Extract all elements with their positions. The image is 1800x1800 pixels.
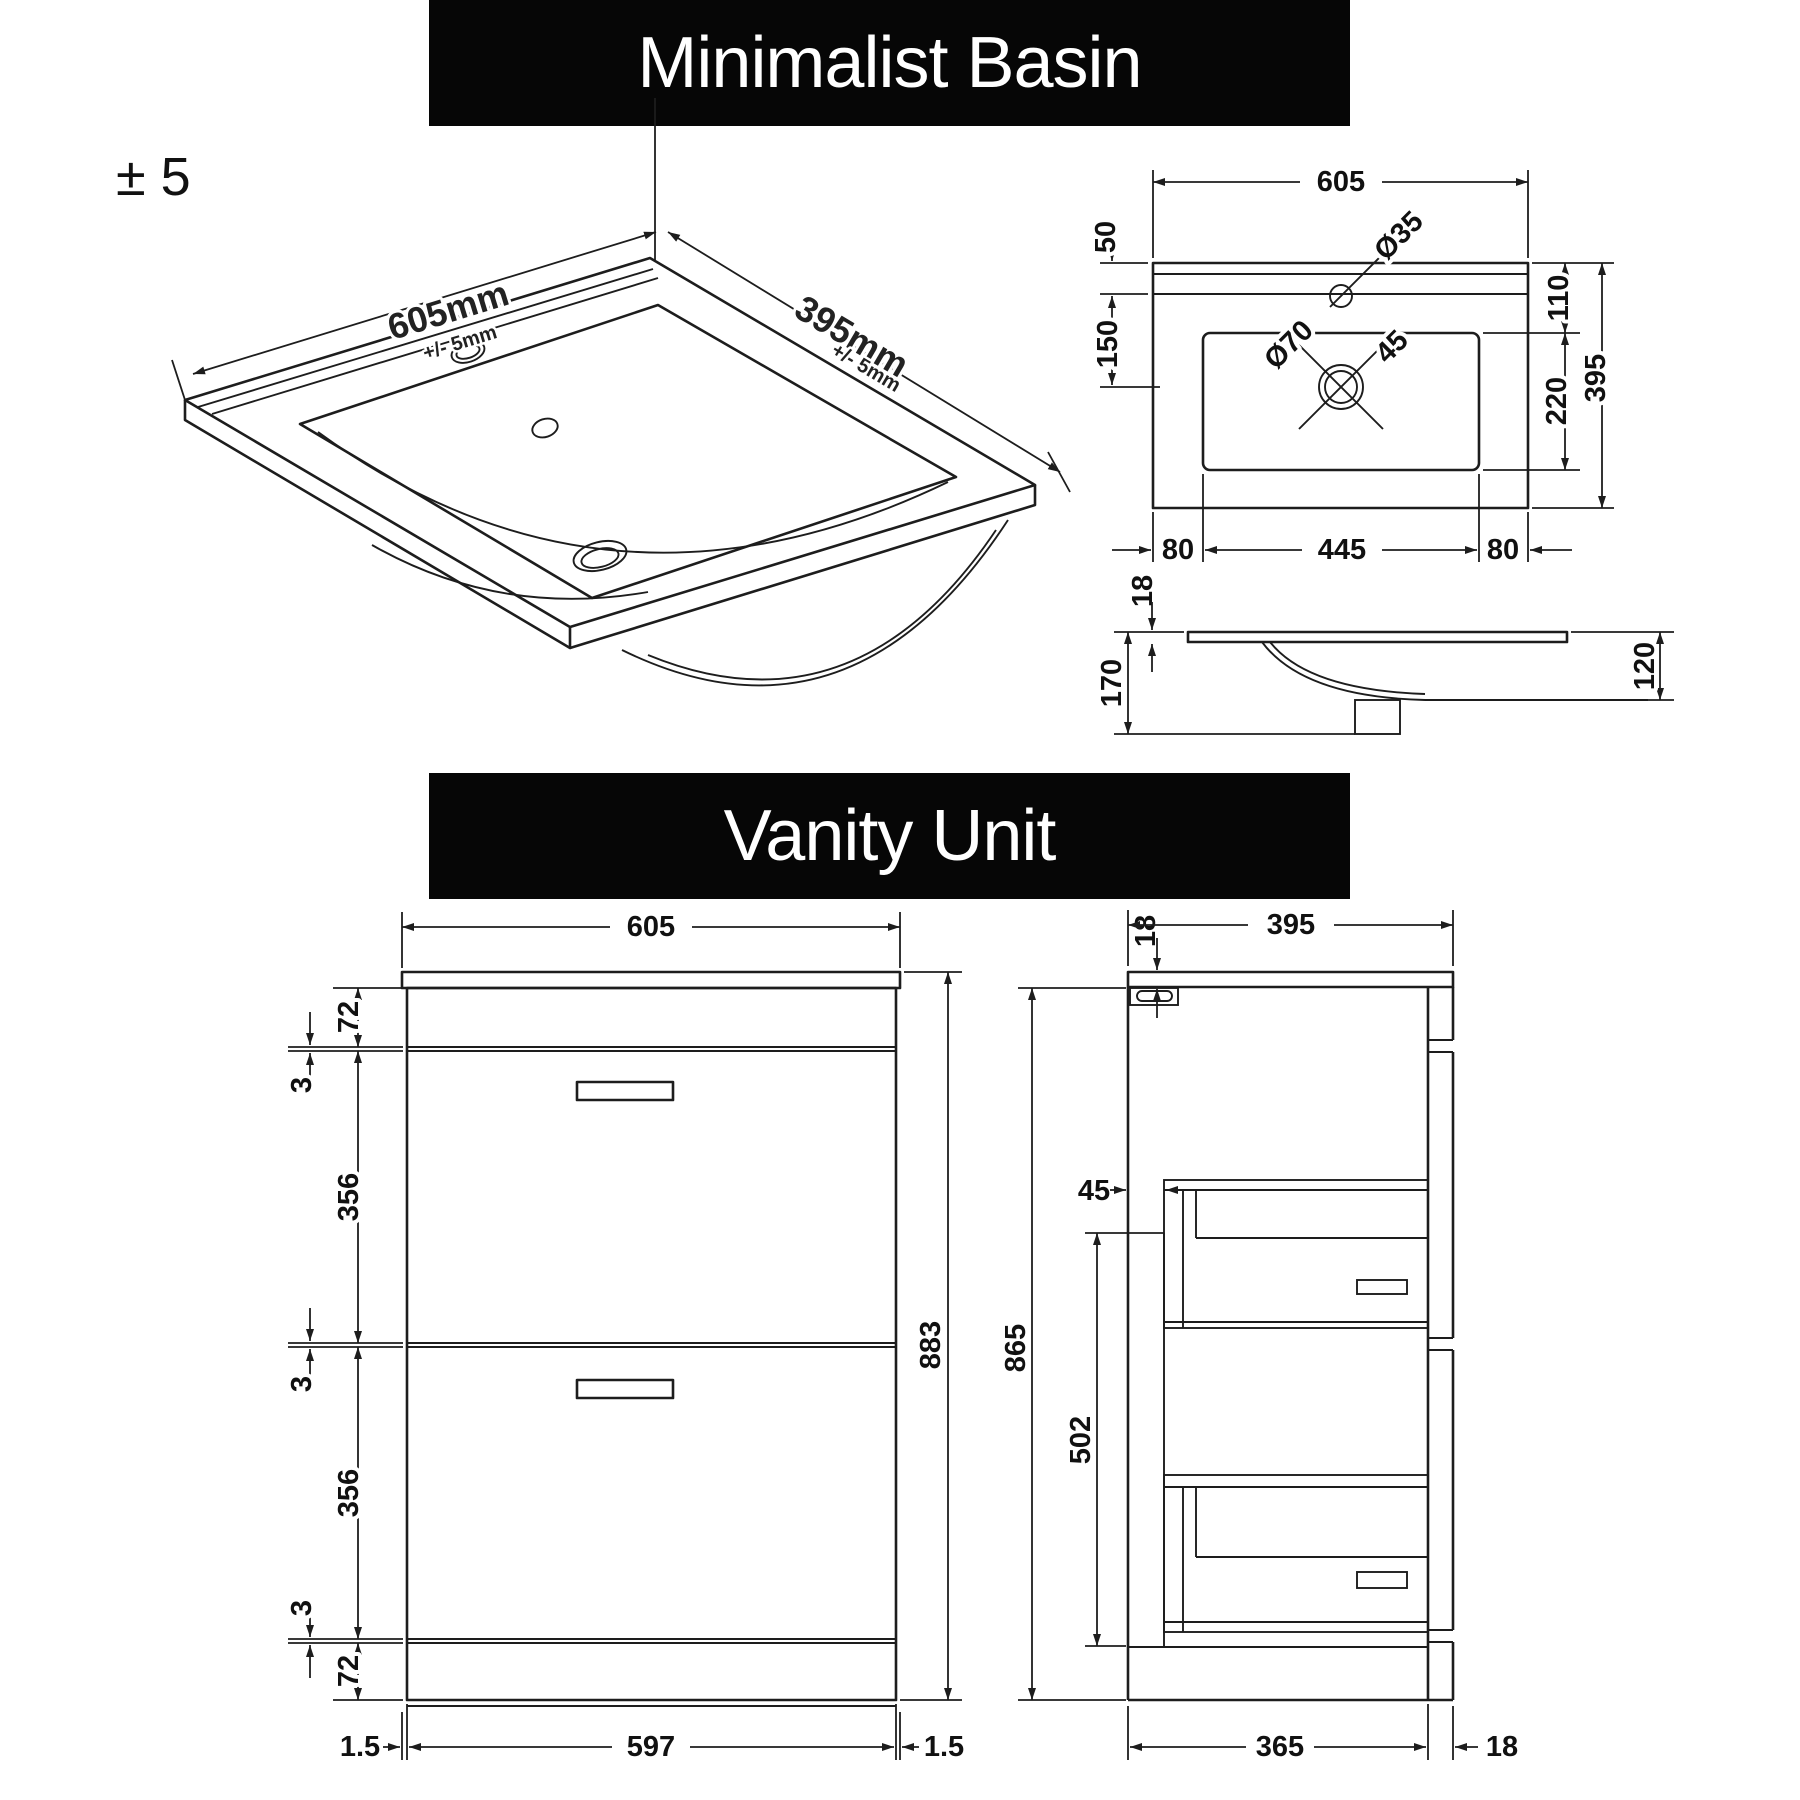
side-elevation: 18 395 45 502 865 [996, 905, 1522, 1767]
side-carcass-height-label: 865 [1000, 1324, 1032, 1372]
side-depth-label: 395 [1267, 909, 1315, 941]
vanity-title: Vanity Unit [723, 796, 1057, 876]
front-gap-bottom-label: 3 [286, 1600, 318, 1616]
plan-bowl-depth-label: 220 [1541, 377, 1573, 425]
plan-dimensions: 605 Ø35 Ø70 45 50 150 110 220 [1086, 162, 1616, 570]
section-dimensions: 18 170 120 [1092, 571, 1674, 735]
iso-basin-outline [183, 256, 1037, 687]
plan-drain-offset-label: 150 [1092, 320, 1124, 368]
front-drawer-one-label: 356 [333, 1173, 365, 1221]
side-handle-slot [1136, 990, 1173, 1002]
basin-title-bar: Minimalist Basin [429, 0, 1350, 126]
drawer-two-handle [575, 1378, 675, 1400]
side-back-gap-label: 18 [1486, 1731, 1518, 1763]
vanity-title-bar: Vanity Unit [429, 773, 1350, 899]
front-side-gap-left-label: 1.5 [340, 1731, 380, 1763]
tolerance-note: ± 5 [116, 147, 191, 207]
plan-tap-hole-label: Ø35 [1368, 205, 1429, 266]
front-gap-middle-label: 3 [286, 1376, 318, 1392]
plan-deck-depth-label: 110 [1543, 275, 1575, 322]
plan-left-margin-label: 80 [1162, 534, 1194, 566]
side-dimensions: 18 395 45 502 865 [996, 905, 1522, 1767]
plan-bowl-width-label: 445 [1318, 534, 1366, 566]
front-elevation: 605 883 [282, 907, 968, 1767]
basin-section-view: 18 170 120 [1092, 571, 1674, 735]
drawer-box-upper [1163, 1179, 1429, 1329]
plan-waste-dia-label: Ø70 [1258, 314, 1319, 375]
drawer-one-handle [575, 1080, 675, 1102]
front-gap-top-label: 3 [286, 1077, 318, 1093]
front-dimensions: 605 883 [282, 907, 968, 1767]
front-top-rail-label: 72 [333, 1001, 365, 1033]
front-height-label: 883 [915, 1321, 947, 1369]
side-base-depth-label: 365 [1256, 1731, 1304, 1763]
front-width-label: 605 [627, 911, 675, 943]
side-runner-length-label: 502 [1065, 1416, 1097, 1464]
front-drawer-two-label: 356 [333, 1469, 365, 1517]
front-carcass-width-label: 597 [627, 1731, 675, 1763]
plan-waste-size-label: 45 [1369, 324, 1414, 369]
plan-view: 605 Ø35 Ø70 45 50 150 110 220 [1086, 162, 1616, 570]
front-side-gap-right-label: 1.5 [924, 1731, 964, 1763]
side-outline [1126, 970, 1455, 1702]
plan-back-edge-label: 50 [1090, 221, 1122, 253]
side-drawer-setback-label: 45 [1078, 1175, 1110, 1207]
side-worktop-thickness-label: 18 [1130, 915, 1162, 947]
drawer-box-lower [1163, 1474, 1429, 1633]
section-bowl-height-label: 120 [1629, 642, 1661, 690]
front-outline [400, 970, 902, 1707]
section-outline [1186, 630, 1648, 735]
plan-depth-label: 395 [1580, 354, 1612, 402]
iso-view: 605mm +/- 5mm 395mm +/- 5mm [171, 98, 1071, 687]
section-height-label: 170 [1096, 659, 1128, 707]
iso-dimensions: 605mm +/- 5mm 395mm +/- 5mm [171, 98, 1071, 493]
basin-title: Minimalist Basin [637, 23, 1142, 103]
front-plinth-label: 72 [333, 1655, 365, 1687]
plan-outline [1151, 236, 1530, 510]
plan-width-label: 605 [1317, 166, 1365, 198]
section-rim-thickness-label: 18 [1127, 575, 1159, 607]
plan-right-margin-label: 80 [1487, 534, 1519, 566]
